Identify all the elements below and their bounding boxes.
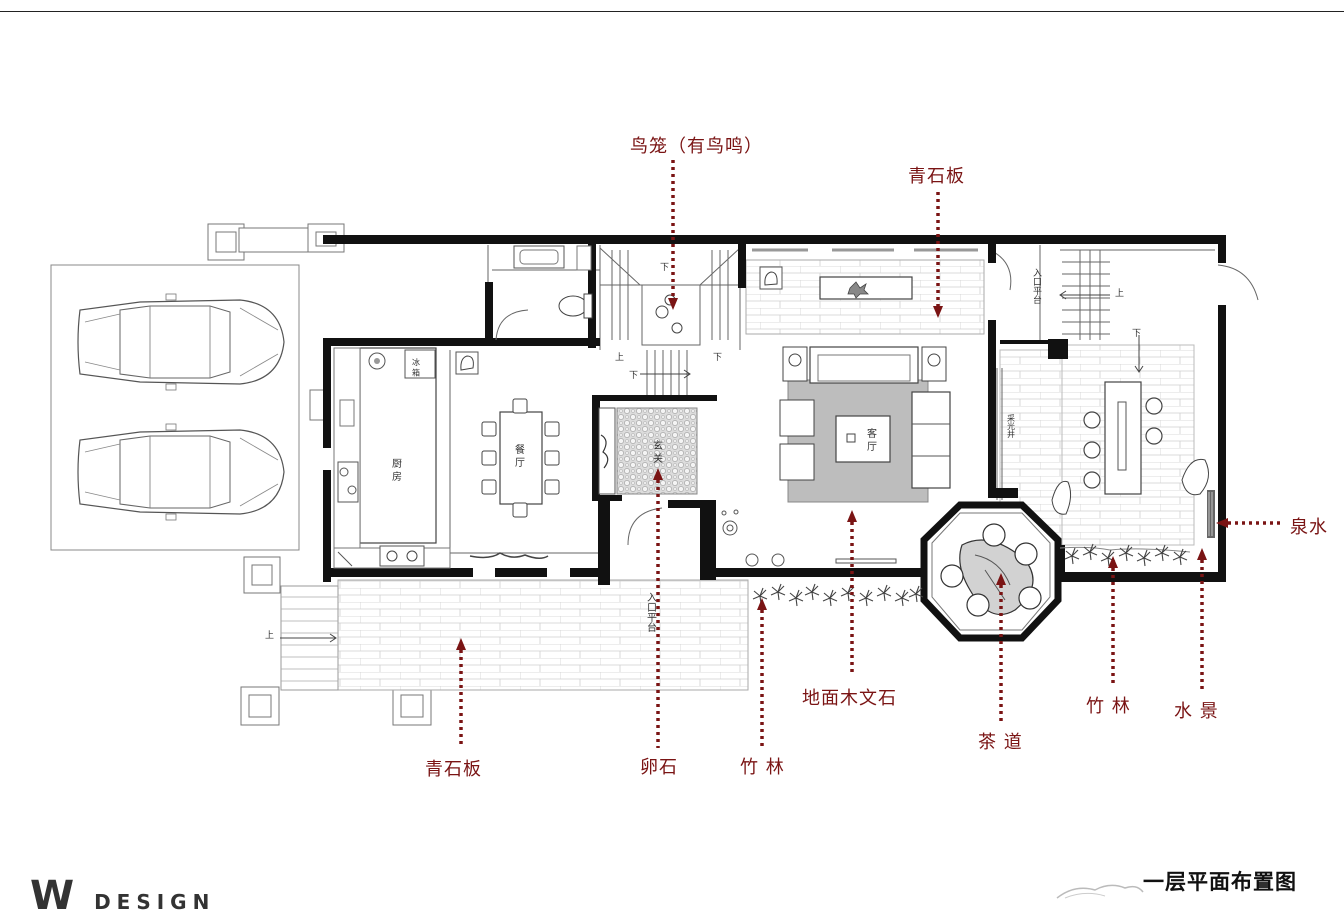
fridge-label: 冰 箱 xyxy=(412,357,421,378)
brand-mark: W xyxy=(30,873,78,919)
car-icon xyxy=(77,293,285,391)
stair-down-label: 下 xyxy=(711,352,722,362)
brand-text: DESIGN xyxy=(94,890,216,914)
callout-leaders xyxy=(459,160,1280,750)
bluestone-terrace-front xyxy=(337,579,749,691)
steps-up-label: 上 xyxy=(263,630,274,639)
foyer: 玄 关 xyxy=(469,407,663,559)
floor-plan-drawing: 厨 房 冰 箱 餐 厅 玄 关 xyxy=(50,160,1280,750)
stair-top-down-label: 下 xyxy=(658,262,669,272)
callout-bamboo-courtyard: 竹 林 xyxy=(1086,696,1131,717)
stair-and-birdcage xyxy=(655,294,683,334)
callout-birdcage: 鸟笼（有鸟鸣） xyxy=(630,136,763,157)
living-room-label: 客 厅 xyxy=(865,427,877,451)
stair-down-label: 下 xyxy=(627,370,638,380)
callout-water-feature: 水 景 xyxy=(1174,701,1219,722)
callout-pebbles: 卵石 xyxy=(640,757,678,778)
top-rule-line xyxy=(0,11,1344,12)
callout-spring: 泉水 xyxy=(1290,517,1328,538)
right-courtyard xyxy=(1051,381,1215,553)
kitchen-fixtures: 厨 房 冰 箱 xyxy=(333,347,451,569)
entry-platform-front-label: 入口平台 xyxy=(645,592,657,633)
garage-area xyxy=(50,264,300,551)
car-icon xyxy=(77,423,285,521)
courtyard-down-label: 下 xyxy=(1130,328,1141,338)
callout-arrowheads xyxy=(456,298,1228,650)
living-room-furniture: 客 厅 xyxy=(752,248,978,489)
kitchen-label: 厨 房 xyxy=(390,458,402,482)
brand-logo: W DESIGN xyxy=(30,876,215,922)
dining-table: 餐 厅 xyxy=(455,351,560,518)
callout-bluestone-bottom: 青石板 xyxy=(425,759,482,780)
stair-up-label: 上 xyxy=(613,352,624,361)
drawing-title: 一层平面布置图 xyxy=(1143,869,1297,894)
callout-bamboo-front: 竹 林 xyxy=(740,757,785,778)
callout-tea: 茶 道 xyxy=(978,732,1023,753)
dining-label: 餐 厅 xyxy=(513,443,525,467)
callout-bluestone-top: 青石板 xyxy=(908,166,965,187)
skylight-well-label: 采光井 xyxy=(1007,413,1016,439)
entry-up-label: 上 xyxy=(1113,288,1124,297)
callout-wood-stone: 地面木文石 xyxy=(802,688,897,709)
bathroom-fixtures xyxy=(495,245,593,341)
foyer-label: 玄 关 xyxy=(651,439,663,464)
dragon-watermark-icon xyxy=(1056,884,1144,899)
entry-platform-right-label: 入口平台 xyxy=(1031,268,1042,305)
tea-pavilion xyxy=(920,501,1062,642)
